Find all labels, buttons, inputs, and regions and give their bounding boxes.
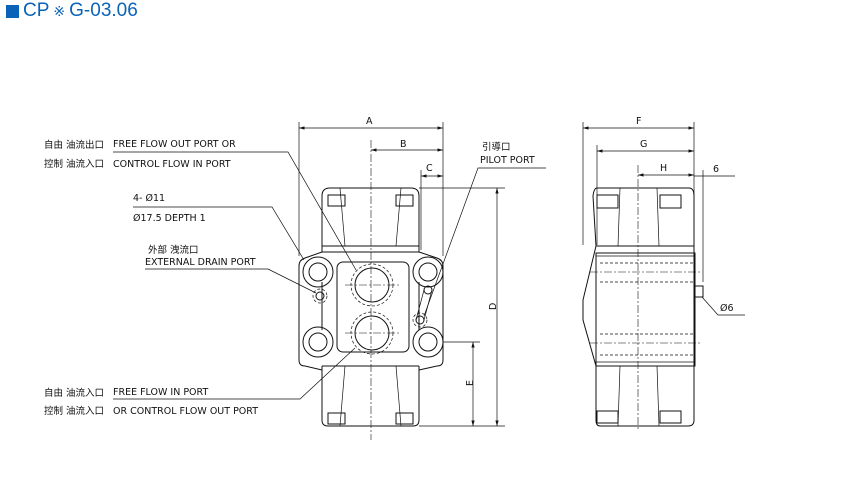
side-dimensions: F G H 6 Ø6 xyxy=(582,116,745,316)
label-holes-1: 4- Ø11 xyxy=(133,193,165,204)
front-dimensions: A B C D E xyxy=(298,116,505,427)
title-symbol: ※ xyxy=(53,2,66,19)
label-ctrl-out-cn: 控制 油流入口 xyxy=(44,405,104,417)
label-ctrl-in-en: CONTROL FLOW IN PORT xyxy=(113,159,231,170)
dim-a: A xyxy=(366,116,373,127)
title-model: G-03.06 xyxy=(69,0,138,21)
label-free-in-en: FREE FLOW IN PORT xyxy=(113,387,208,398)
label-pin: Ø6 xyxy=(720,303,734,314)
dim-g: G xyxy=(640,139,647,150)
dim-b: B xyxy=(400,139,407,150)
label-ctrl-out-en: OR CONTROL FLOW OUT PORT xyxy=(113,406,258,417)
label-free-in-cn: 自由 油流入口 xyxy=(44,387,104,399)
label-pilot-en: PILOT PORT xyxy=(480,155,535,166)
dim-e: E xyxy=(465,380,476,386)
dim-f: F xyxy=(636,116,641,127)
label-free-out-en: FREE FLOW OUT PORT OR xyxy=(113,139,236,150)
labels: 自由 油流出口 FREE FLOW OUT PORT OR 控制 油流入口 CO… xyxy=(44,139,546,417)
label-ctrl-in-cn: 控制 油流入口 xyxy=(44,158,104,170)
label-free-out-cn: 自由 油流出口 xyxy=(44,139,104,151)
dim-h: H xyxy=(660,163,667,174)
label-drain-cn: 外部 洩流口 xyxy=(148,244,199,256)
title-square-icon xyxy=(6,4,19,18)
page-title: CP ※ G-03.06 xyxy=(6,0,138,22)
dim-d: D xyxy=(488,303,499,310)
side-view xyxy=(582,165,704,430)
dim-c: C xyxy=(426,163,433,174)
front-view xyxy=(298,140,444,440)
label-holes-2: Ø17.5 DEPTH 1 xyxy=(133,213,206,224)
label-drain-en: EXTERNAL DRAIN PORT xyxy=(145,257,256,268)
label-pilot-cn: 引導口 xyxy=(482,141,511,153)
dim-6: 6 xyxy=(713,164,719,175)
title-prefix: CP xyxy=(23,0,50,21)
